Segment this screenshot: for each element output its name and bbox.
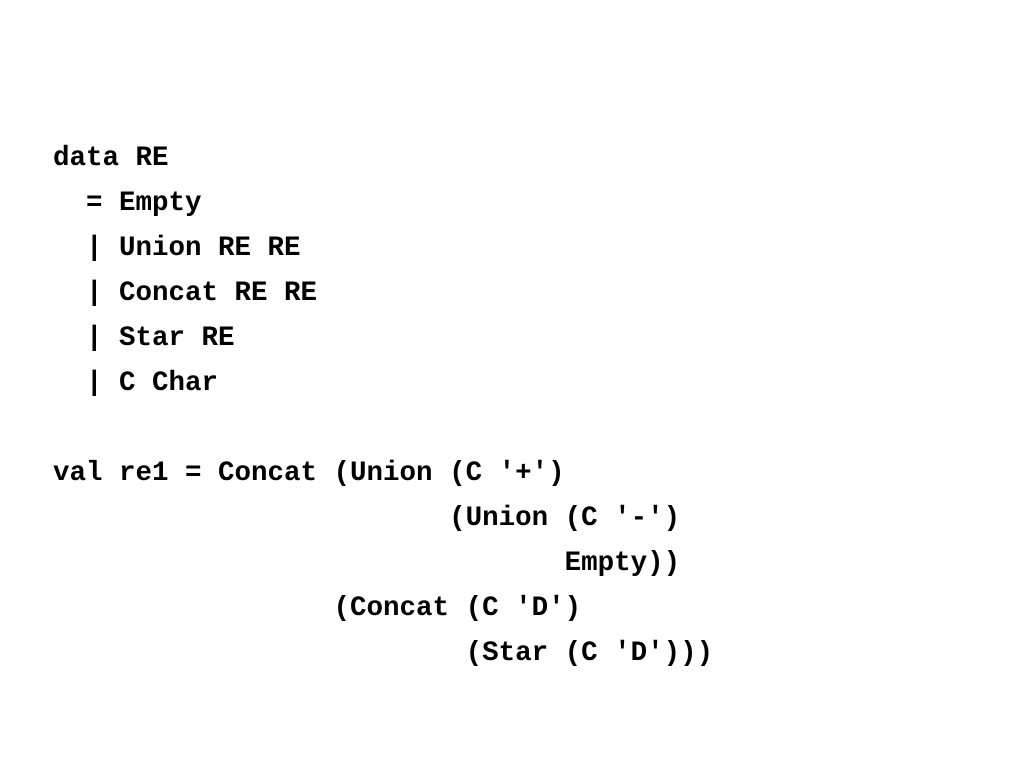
code-line-val-decl: val re1 = Concat (Union (C '+')	[53, 458, 565, 489]
code-line-inner-union: (Union (C '-')	[53, 503, 681, 534]
code-line-star-ctor: | Star RE	[53, 323, 235, 354]
code-block: data RE = Empty | Union RE RE | Concat R…	[53, 136, 713, 676]
code-line-empty-arg: Empty))	[53, 548, 681, 579]
code-line-empty-ctor: = Empty	[53, 188, 202, 219]
code-line-blank	[53, 406, 713, 451]
code-line-concat-ctor: | Concat RE RE	[53, 278, 318, 309]
code-line-char-ctor: | C Char	[53, 368, 219, 399]
code-line-inner-concat: (Concat (C 'D')	[53, 593, 582, 624]
code-line-star-arg: (Star (C 'D')))	[53, 638, 714, 669]
code-line-data-decl: data RE	[53, 143, 169, 174]
code-line-union-ctor: | Union RE RE	[53, 233, 301, 264]
